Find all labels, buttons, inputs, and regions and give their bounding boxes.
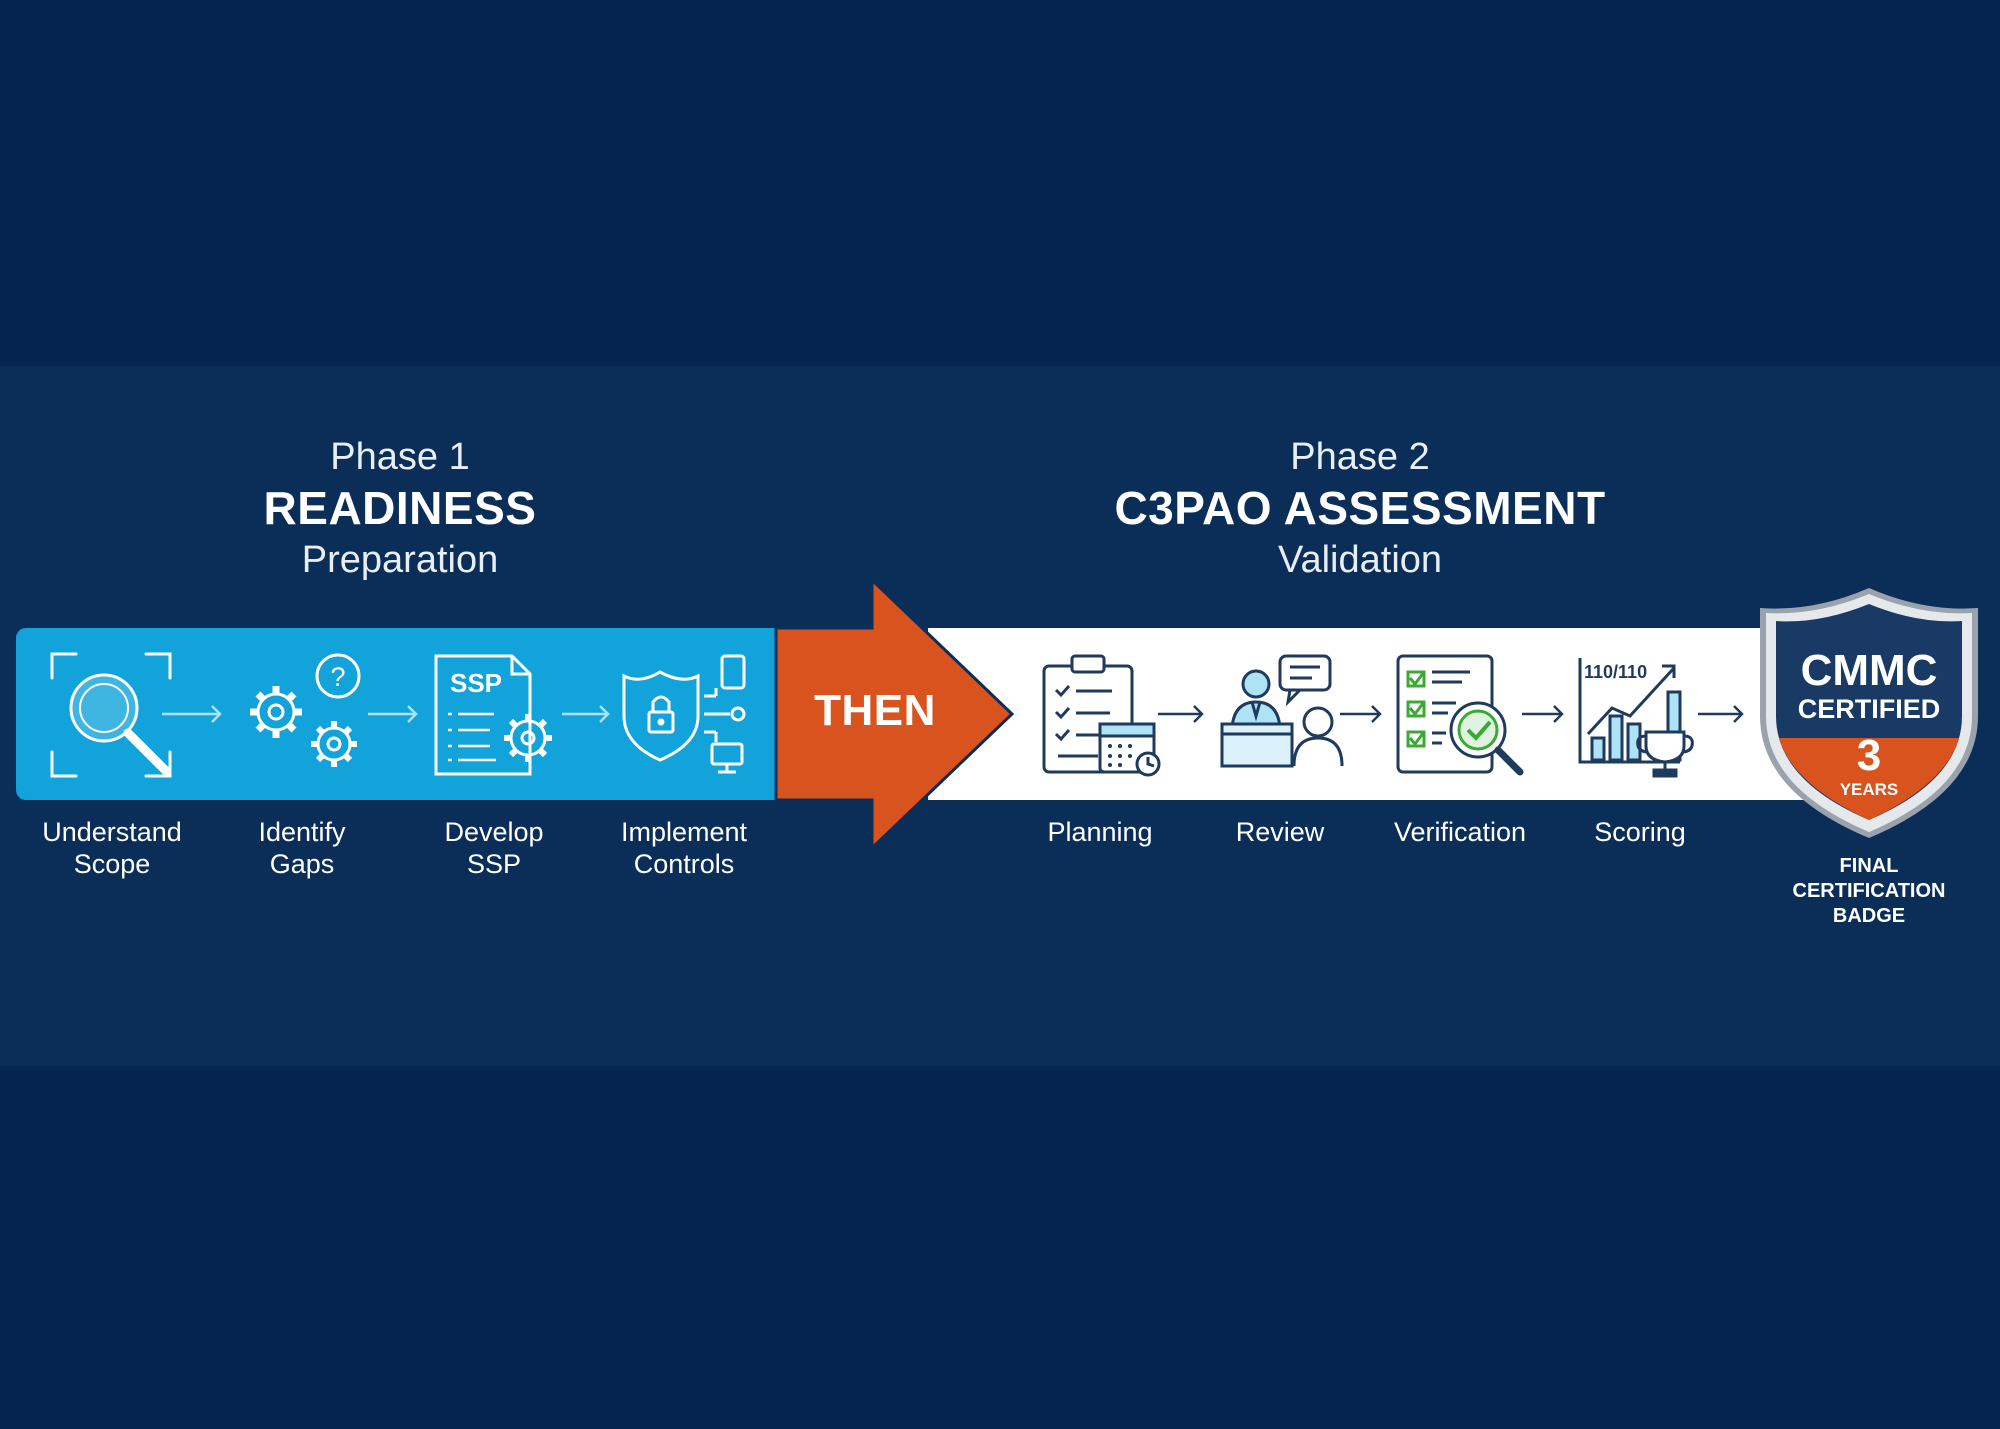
phase1-label: Phase 1 — [330, 436, 470, 478]
badge-unit: YEARS — [1839, 780, 1899, 799]
step-label-line: Scope — [73, 849, 151, 879]
phase2-arrow — [1698, 705, 1744, 723]
phase2-title: C3PAO ASSESSMENT — [1114, 482, 1606, 534]
cmmc-shield-icon — [1760, 588, 1978, 838]
badge-caption: FINAL CERTIFICATION BADGE — [1766, 854, 1972, 929]
phase2-subtitle: Validation — [1277, 539, 1443, 581]
then-label: THEN — [814, 686, 936, 735]
score-chart-trophy-icon — [1578, 658, 1694, 778]
phase1-subtitle: Preparation — [301, 539, 499, 581]
step-label-line: Identify — [258, 817, 346, 847]
phase2-header: Phase 2 C3PAO ASSESSMENT Validation — [1040, 432, 1680, 586]
step-implement-controls: Implement Controls — [596, 816, 772, 880]
badge-certified: CERTIFIED — [1797, 694, 1941, 724]
phase2-label: Phase 2 — [1290, 436, 1430, 478]
step-label-line: Controls — [633, 849, 735, 879]
shield-lock-icon — [622, 654, 746, 774]
step-label-line: Gaps — [269, 849, 335, 879]
step-planning: Planning — [1047, 817, 1153, 847]
step-review: Review — [1235, 817, 1325, 847]
phase1-arrow — [562, 705, 610, 723]
step-identify-gaps: Identify Gaps — [218, 816, 386, 880]
phase1-title: READINESS — [263, 482, 537, 534]
step-label-line: Implement — [620, 817, 748, 847]
phase2-arrow — [1340, 705, 1382, 723]
step-label-line: Develop — [444, 817, 544, 847]
phase1-arrow — [368, 705, 418, 723]
phase2-arrow — [1158, 705, 1204, 723]
step-label-line: SSP — [466, 849, 522, 879]
phase1-header: Phase 1 READINESS Preparation — [200, 432, 600, 586]
badge-cmmc: CMMC — [1800, 646, 1938, 695]
assessor-interview-icon — [1220, 654, 1344, 768]
step-develop-ssp: Develop SSP — [408, 816, 580, 880]
step-scoring: Scoring — [1594, 817, 1686, 847]
badge-caption-line: FINAL — [1839, 855, 1899, 877]
ssp-document-icon — [434, 654, 552, 776]
then-arrow — [774, 576, 1015, 852]
step-label-line: Understand — [42, 817, 182, 847]
clipboard-calendar-icon — [1042, 654, 1161, 777]
checklist-magnifier-icon — [1396, 654, 1524, 776]
gears-question-icon: ? — [250, 653, 361, 767]
phase2-arrow — [1522, 705, 1564, 723]
phase1-arrow — [162, 705, 222, 723]
badge-caption-line: BADGE — [1832, 905, 1906, 927]
step-verification: Verification — [1393, 817, 1527, 847]
badge-caption-line: CERTIFICATION — [1792, 880, 1946, 902]
magnifier-scope-icon — [50, 652, 172, 778]
ssp-icon-text: SSP — [450, 668, 502, 698]
svg-text:?: ? — [330, 662, 345, 692]
step-understand-scope: Understand Scope — [20, 816, 204, 880]
score-icon-text: 110/110 — [1584, 662, 1647, 682]
badge-number: 3 — [1856, 731, 1882, 780]
